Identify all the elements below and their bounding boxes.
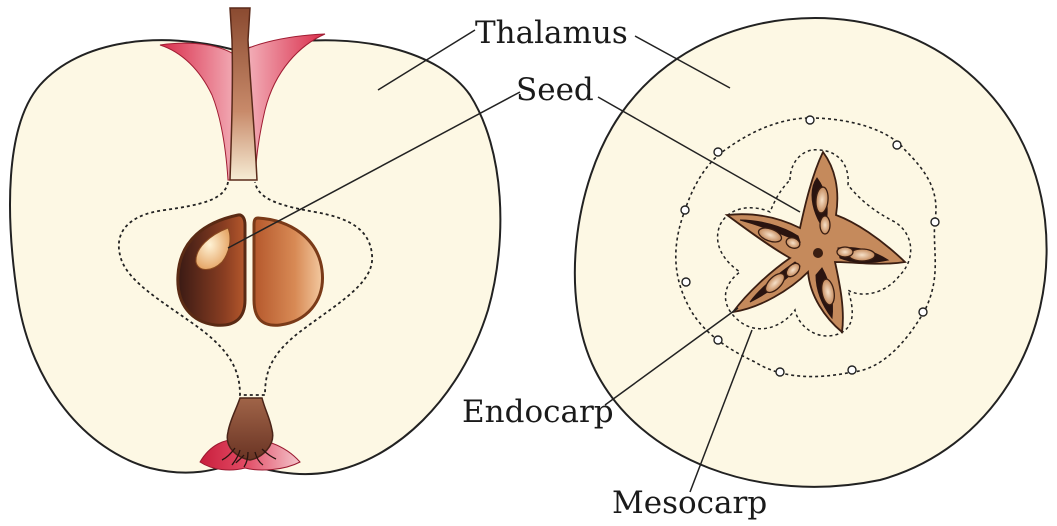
label-mesocarp: Mesocarp — [612, 485, 767, 521]
longitudinal-section — [9, 7, 502, 476]
seed-left-highlight — [195, 227, 231, 270]
core-center — [813, 248, 823, 258]
leader-lines — [227, 29, 801, 493]
core-outline-longitudinal — [118, 181, 373, 396]
inner-dotted-outline — [716, 149, 912, 337]
stalk — [229, 7, 258, 181]
seed-right — [252, 216, 324, 327]
outer-dotted-ring — [675, 117, 937, 378]
label-thalamus: Thalamus — [475, 15, 628, 51]
label-seed: Seed — [516, 72, 594, 108]
seeds-transverse — [757, 186, 876, 306]
transverse-section — [573, 16, 1048, 488]
calyx-sepals — [221, 447, 277, 468]
label-endocarp: Endocarp — [462, 394, 614, 430]
vascular-bundles — [680, 115, 940, 377]
calyx — [226, 397, 274, 461]
